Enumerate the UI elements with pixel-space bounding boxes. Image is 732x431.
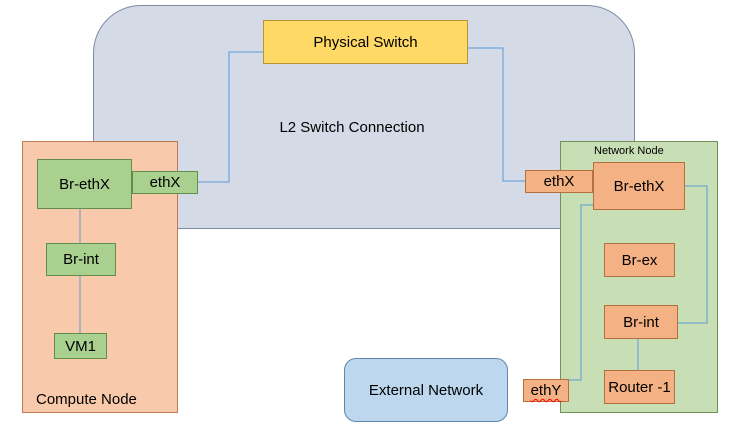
compute-node-label: Compute Node (36, 390, 137, 408)
link-network-brethx-to-brint (678, 185, 708, 324)
vm1: VM1 (54, 333, 107, 359)
compute-ethx-port: ethX (132, 171, 198, 194)
network-ethx-port: ethX (525, 170, 593, 193)
external-network: External Network (344, 358, 508, 422)
network-br-int: Br-int (604, 305, 678, 339)
network-br-ex: Br-ex (604, 243, 675, 277)
compute-br-int: Br-int (46, 243, 116, 276)
physical-switch: Physical Switch (263, 20, 468, 64)
network-node-label: Network Node (594, 145, 664, 157)
link-physical-switch-to-network-ethx (468, 47, 525, 182)
network-ethy-port: ethY (523, 379, 569, 402)
l2-switch-connection-label: L2 Switch Connection (279, 118, 425, 136)
ethy-label: ethY (530, 382, 562, 399)
link-network-brethx-to-ethy (569, 204, 593, 381)
network-br-ethx: Br-ethX (593, 162, 685, 210)
link-compute-ethx-to-physical-switch (198, 51, 263, 183)
router-1: Router -1 (604, 370, 675, 404)
compute-br-ethx: Br-ethX (37, 159, 132, 209)
